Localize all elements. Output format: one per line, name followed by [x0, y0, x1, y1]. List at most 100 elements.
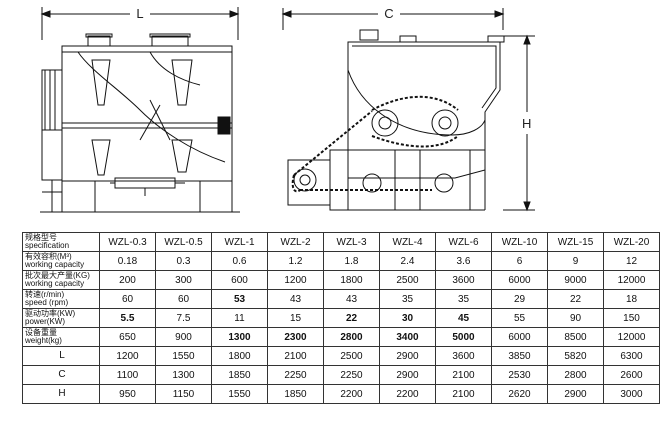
table-cell: 3000: [603, 384, 660, 404]
table-cell: 0.3: [155, 251, 212, 271]
table-cell: 2500: [379, 270, 436, 290]
row-header-en: H: [58, 388, 66, 399]
row-header-en: working capacity: [25, 260, 85, 269]
table-cell: 22: [323, 308, 380, 328]
model-header-cell: WZL-2: [267, 232, 324, 252]
row-header-cell: C: [22, 365, 100, 385]
model-header-cell: WZL-6: [435, 232, 492, 252]
table-cell: 2250: [323, 365, 380, 385]
table-cell: 2900: [379, 346, 436, 366]
table-cell: 6000: [491, 327, 548, 347]
row-header-cn: 转速(r/min): [25, 290, 65, 299]
table-cell: 650: [99, 327, 156, 347]
table-cell: 1800: [211, 346, 268, 366]
table-cell: 60: [99, 289, 156, 309]
table-cell: 950: [99, 384, 156, 404]
table-cell: 45: [435, 308, 492, 328]
table-cell: 30: [379, 308, 436, 328]
table-cell: 3600: [435, 346, 492, 366]
table-cell: 43: [267, 289, 324, 309]
table-cell: 2100: [435, 384, 492, 404]
model-header-cell: WZL-0.3: [99, 232, 156, 252]
models-header-cn: 规格型号: [25, 233, 57, 242]
table-cell: 7.5: [155, 308, 212, 328]
table-cell: 3.6: [435, 251, 492, 271]
table-cell: 1800: [323, 270, 380, 290]
model-header-cell: WZL-0.5: [155, 232, 212, 252]
table-cell: 1850: [211, 365, 268, 385]
model-header-cell: WZL-4: [379, 232, 436, 252]
table-cell: 2530: [491, 365, 548, 385]
table-cell: 12: [603, 251, 660, 271]
table-cell: 1.8: [323, 251, 380, 271]
table-cell: 2300: [267, 327, 324, 347]
table-cell: 1300: [155, 365, 212, 385]
table-cell: 300: [155, 270, 212, 290]
table-cell: 900: [155, 327, 212, 347]
table-cell: 1850: [267, 384, 324, 404]
row-header-cn: 设备重量: [25, 328, 57, 337]
row-header-en: L: [59, 350, 65, 361]
model-header-cell: WZL-1: [211, 232, 268, 252]
row-header-cn: 驱动功率(KW): [25, 309, 76, 318]
dimension-label-height: H: [522, 116, 531, 131]
technical-drawing: L C H: [40, 6, 535, 213]
table-cell: 1.2: [267, 251, 324, 271]
table-cell: 35: [435, 289, 492, 309]
table-cell: 43: [323, 289, 380, 309]
row-header-cell: L: [22, 346, 100, 366]
table-cell: 2.4: [379, 251, 436, 271]
table-cell: 2900: [379, 365, 436, 385]
model-header-cell: WZL-15: [547, 232, 604, 252]
table-cell: 22: [547, 289, 604, 309]
mixer-drawing-svg: L C H: [40, 6, 535, 213]
row-header-cell: 批次最大产量(KG)working capacity: [22, 270, 100, 290]
model-header-cell: WZL-20: [603, 232, 660, 252]
row-header-en: weight(kg): [25, 336, 62, 345]
table-cell: 5820: [547, 346, 604, 366]
row-header-en: speed (rpm): [25, 298, 69, 307]
row-header-cn: 批次最大产量(KG): [25, 271, 90, 280]
dimension-label-width: C: [384, 6, 393, 21]
row-header-cn: 有效容积(M³): [25, 252, 72, 261]
table-cell: 55: [491, 308, 548, 328]
table-cell: 2620: [491, 384, 548, 404]
table-cell: 1300: [211, 327, 268, 347]
table-cell: 15: [267, 308, 324, 328]
table-cell: 2100: [267, 346, 324, 366]
model-header-cell: WZL-10: [491, 232, 548, 252]
table-cell: 2500: [323, 346, 380, 366]
table-cell: 1200: [267, 270, 324, 290]
table-cell: 9: [547, 251, 604, 271]
table-cell: 2100: [435, 365, 492, 385]
table-cell: 6: [491, 251, 548, 271]
table-cell: 1150: [155, 384, 212, 404]
models-header-cell: 规格型号 specification: [22, 232, 100, 252]
table-cell: 2200: [379, 384, 436, 404]
table-cell: 18: [603, 289, 660, 309]
table-cell: 3400: [379, 327, 436, 347]
table-cell: 5.5: [99, 308, 156, 328]
row-header-cell: 驱动功率(KW)power(KW): [22, 308, 100, 328]
table-cell: 90: [547, 308, 604, 328]
table-cell: 1200: [99, 346, 156, 366]
table-cell: 60: [155, 289, 212, 309]
table-cell: 12000: [603, 327, 660, 347]
table-cell: 2900: [547, 384, 604, 404]
table-cell: 6000: [491, 270, 548, 290]
model-header-cell: WZL-3: [323, 232, 380, 252]
table-cell: 2200: [323, 384, 380, 404]
table-cell: 0.6: [211, 251, 268, 271]
row-header-cell: 有效容积(M³)working capacity: [22, 251, 100, 271]
table-cell: 53: [211, 289, 268, 309]
table-cell: 150: [603, 308, 660, 328]
table-cell: 2250: [267, 365, 324, 385]
